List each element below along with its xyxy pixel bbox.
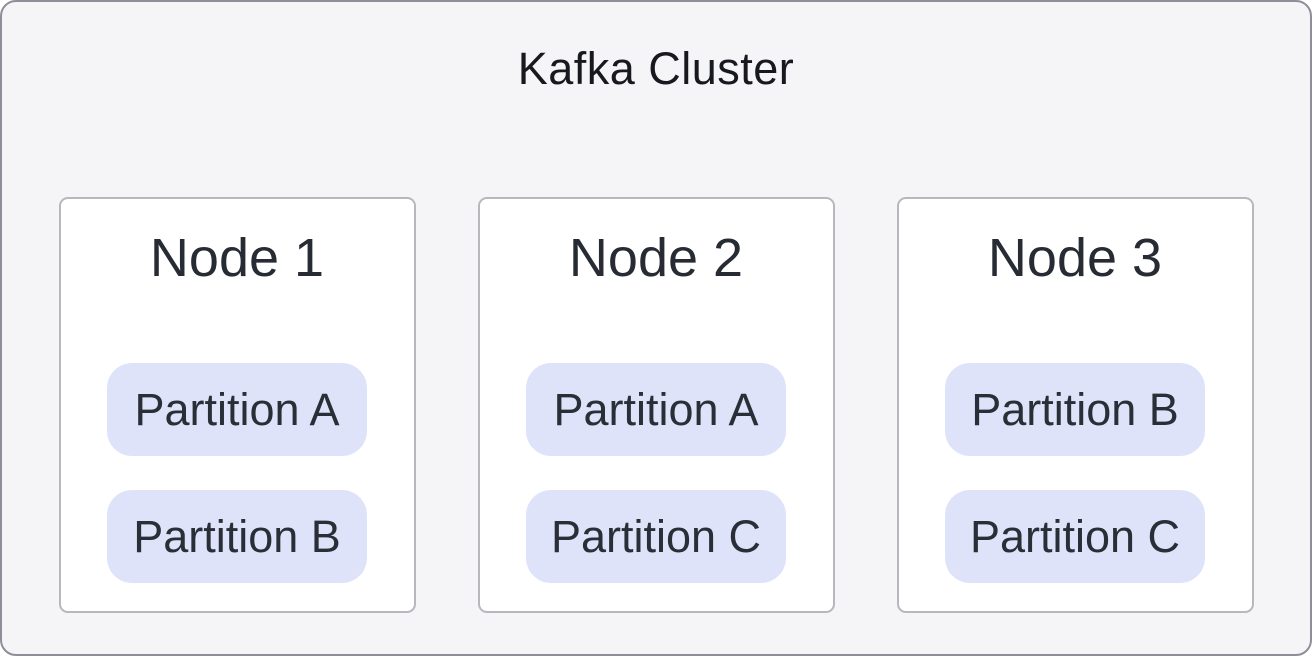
partition-list: Partition B Partition C (945, 363, 1205, 583)
node-card-3: Node 3 Partition B Partition C (896, 197, 1254, 613)
node-card-2: Node 2 Partition A Partition C (477, 197, 835, 613)
partition-list: Partition A Partition C (526, 363, 786, 583)
partition-pill: Partition C (526, 490, 786, 583)
partition-pill: Partition A (107, 363, 367, 456)
partition-pill: Partition C (945, 490, 1205, 583)
node-row: Node 1 Partition A Partition B Node 2 Pa… (2, 197, 1310, 613)
partition-pill: Partition B (945, 363, 1205, 456)
node-title: Node 2 (568, 228, 744, 288)
partition-pill: Partition A (526, 363, 786, 456)
node-card-1: Node 1 Partition A Partition B (58, 197, 416, 613)
partition-pill: Partition B (107, 490, 367, 583)
cluster-title: Kafka Cluster (517, 43, 795, 94)
node-title: Node 1 (149, 228, 325, 288)
node-title: Node 3 (987, 228, 1163, 288)
partition-list: Partition A Partition B (107, 363, 367, 583)
